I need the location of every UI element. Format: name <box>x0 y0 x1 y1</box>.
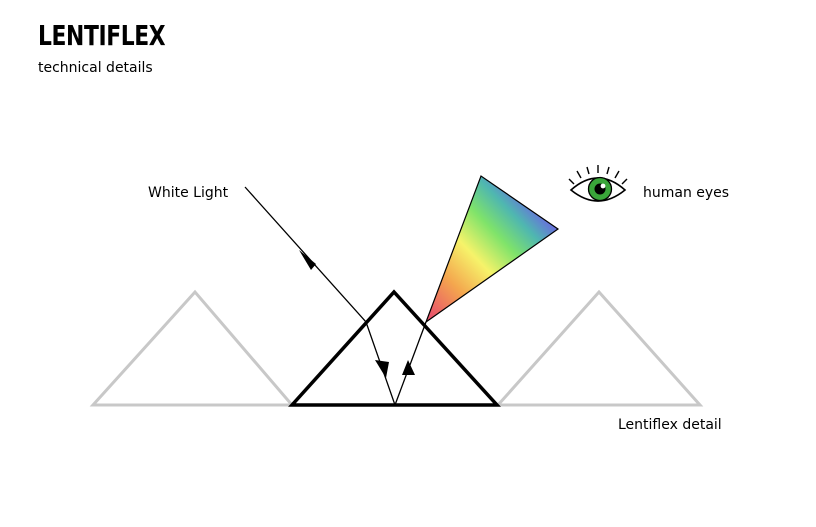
ray-arrow-in <box>299 250 316 270</box>
white-light-label: White Light <box>148 185 229 201</box>
incoming-light-ray <box>244 186 396 406</box>
light-spectrum <box>424 175 560 324</box>
human-eyes-label: human eyes <box>643 185 730 201</box>
prism-right <box>494 289 704 407</box>
ray-arrow-out <box>402 360 415 375</box>
page-subtitle: technical details <box>38 60 153 76</box>
reflected-light-ray <box>394 321 427 406</box>
lentiflex-detail-label: Lentiflex detail <box>618 417 722 433</box>
page-title: LENTIFLEX <box>38 19 166 52</box>
prism-center <box>288 289 501 407</box>
prism-left <box>89 289 296 407</box>
ray-arrow-mid-in <box>375 360 389 378</box>
eye-icon <box>568 165 628 202</box>
